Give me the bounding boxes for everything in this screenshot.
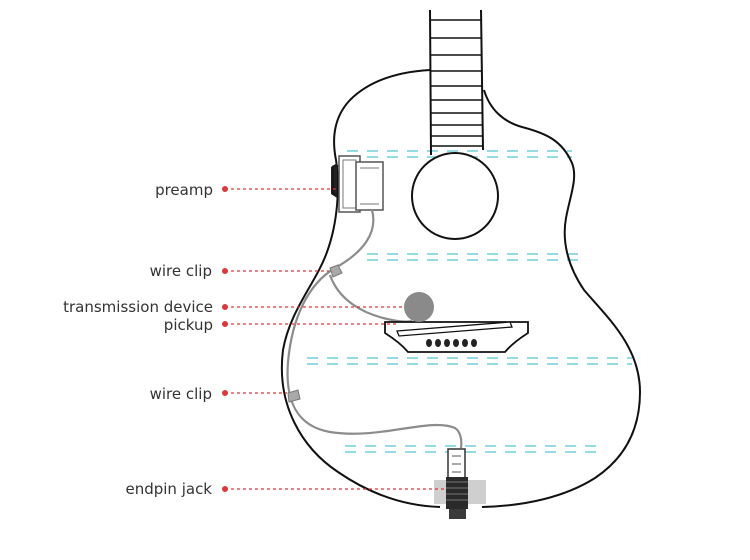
- saddle: [396, 321, 513, 337]
- label-pickup: pickup: [163, 316, 213, 334]
- transmission-device-disc: [404, 292, 434, 322]
- leader-dot-preamp: [222, 186, 228, 192]
- guide-line-2: [367, 253, 580, 261]
- label-transmission-device: transmission device: [63, 298, 213, 316]
- leader-dot-wire-clip-upper: [222, 268, 228, 274]
- leader-dot-wire-clip-lower: [222, 390, 228, 396]
- leader-dot-transmission-device: [222, 304, 228, 310]
- guide-line-4: [345, 445, 600, 453]
- bridge: [384, 321, 529, 353]
- guide-line-3: [307, 357, 632, 365]
- wire-clip-upper-part: [329, 264, 343, 278]
- guitar-body-outline: [280, 69, 642, 508]
- pickup-wire: [328, 274, 413, 323]
- leader-dots: [222, 186, 228, 492]
- leader-dot-pickup: [222, 321, 228, 327]
- frets: [430, 19, 483, 147]
- leader-dot-endpin-jack: [222, 486, 228, 492]
- sound-hole: [411, 152, 499, 240]
- label-wire-clip-lower: wire clip: [149, 385, 212, 403]
- label-preamp: preamp: [155, 181, 213, 199]
- leader-lines: [225, 188, 446, 490]
- endpin-jack-part: [434, 448, 486, 519]
- guide-line-1: [347, 150, 572, 158]
- guitar-neck: [429, 9, 484, 156]
- preamp-unit: [331, 155, 384, 213]
- wire-clip-lower-part: [287, 389, 301, 403]
- bridge-pins: [426, 339, 477, 347]
- label-wire-clip-upper: wire clip: [149, 262, 212, 280]
- guide-lines: [307, 150, 632, 453]
- label-endpin-jack: endpin jack: [125, 480, 212, 498]
